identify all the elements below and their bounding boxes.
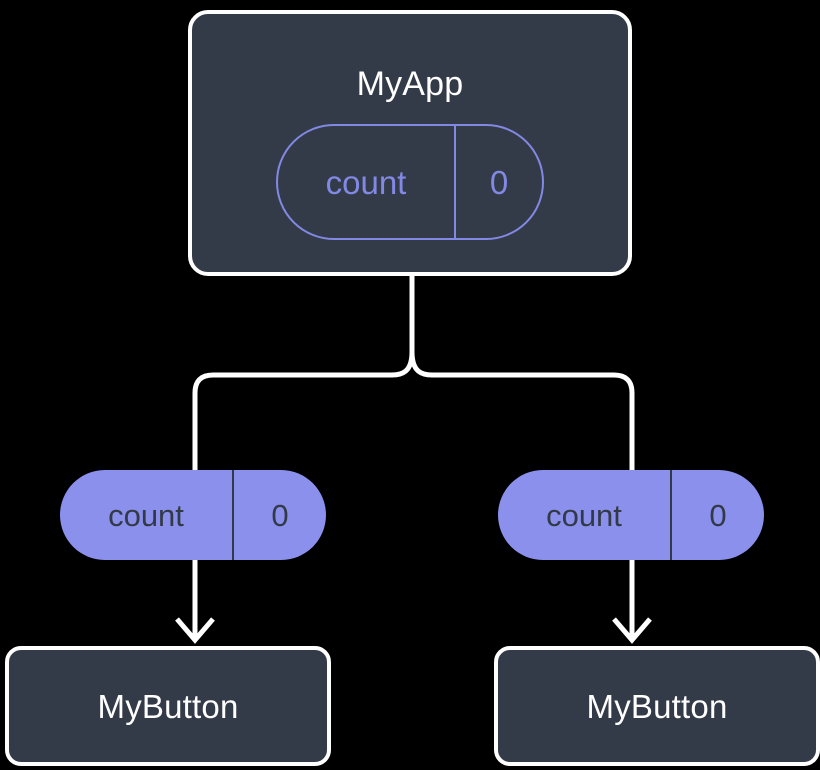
arrow-right-head-icon — [612, 617, 652, 644]
state-capsule-root[interactable]: count 0 — [276, 124, 544, 240]
component-node-root[interactable]: MyApp — [188, 10, 632, 276]
branch-bar-edge-right — [409, 351, 635, 470]
component-label-root: MyApp — [356, 65, 464, 103]
arrow-left-head-icon — [175, 617, 215, 644]
state-key-child-0: count — [60, 470, 234, 560]
component-label-child-0: MyButton — [97, 687, 239, 725]
state-value-root: 0 — [489, 163, 509, 201]
component-node-child-0[interactable]: MyButton — [5, 646, 331, 766]
state-capsule-child-1[interactable]: count 0 — [498, 470, 764, 560]
component-label-child-1: MyButton — [586, 687, 728, 725]
branch-bar-edge — [192, 351, 415, 470]
state-key-root: count — [278, 126, 456, 238]
state-capsule-child-0[interactable]: count 0 — [60, 470, 326, 560]
component-node-child-1[interactable]: MyButton — [494, 646, 820, 766]
state-key-child-1: count — [498, 470, 672, 560]
state-value-child-1: 0 — [709, 497, 727, 533]
state-value-child-0: 0 — [271, 497, 289, 533]
